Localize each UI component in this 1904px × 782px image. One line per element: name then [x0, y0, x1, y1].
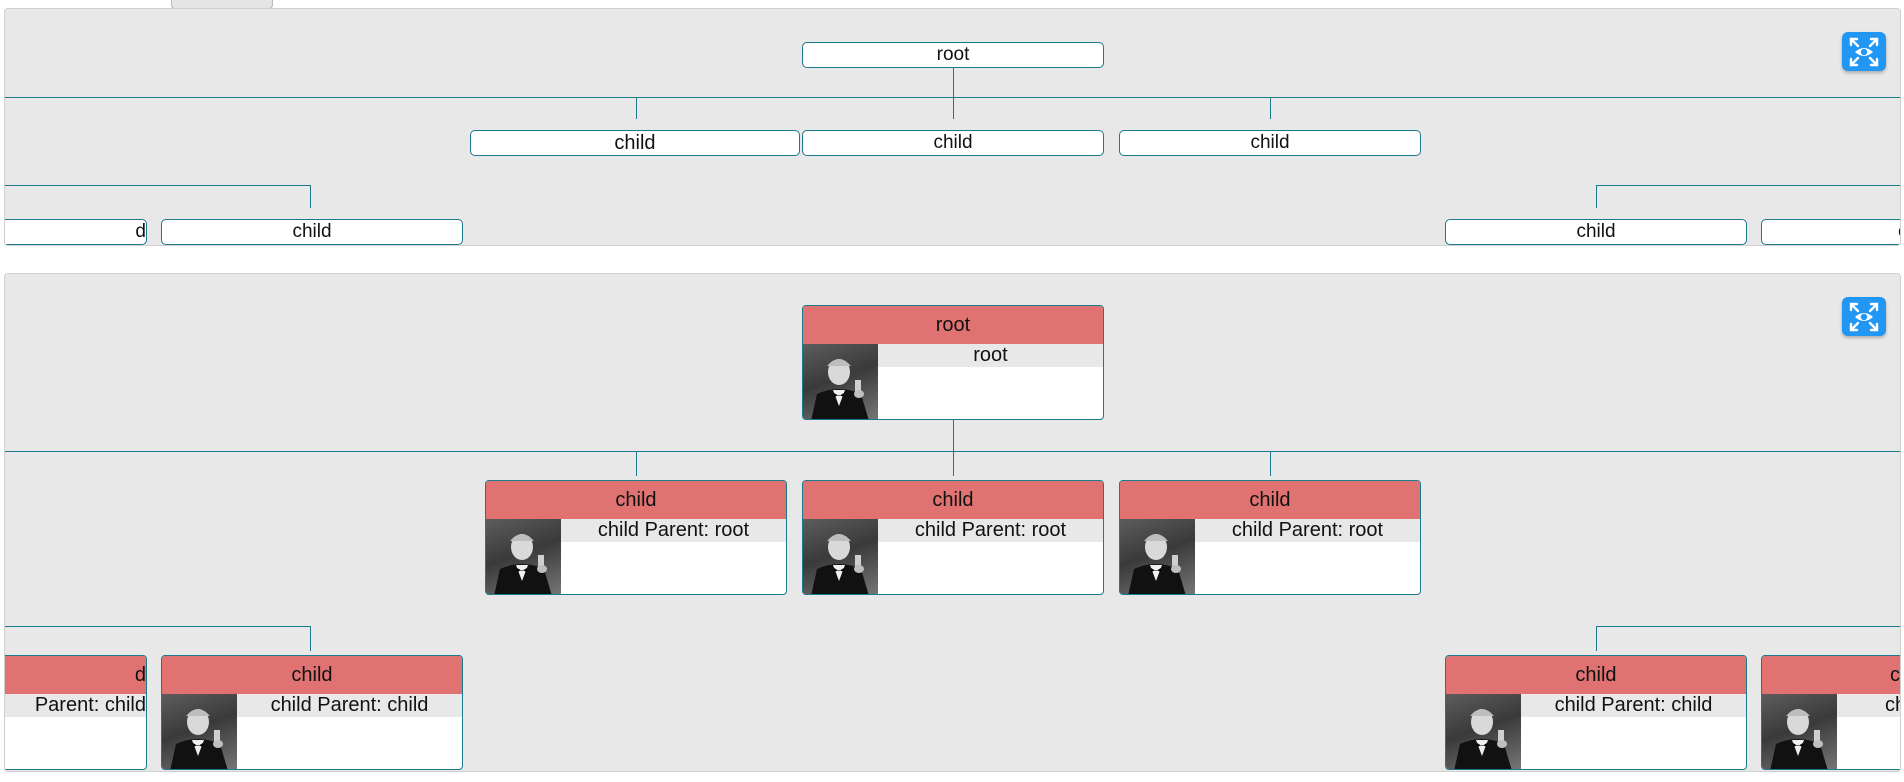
connector-line	[1270, 451, 1271, 476]
node-subtitle: child Parent: root	[878, 519, 1103, 542]
connector-line	[1596, 626, 1900, 627]
node-title: d	[5, 656, 146, 694]
connector-line	[636, 451, 637, 476]
node-subtitle: chil	[1837, 694, 1900, 717]
node-title: child	[1446, 656, 1746, 694]
node-title: child	[803, 481, 1103, 519]
node-title: child	[1120, 481, 1420, 519]
node-subtitle: root	[878, 344, 1103, 367]
node-subtitle: child Parent: root	[1195, 519, 1420, 542]
fit-view-icon	[1849, 302, 1879, 332]
org-chart-simple: root child child child d child child c	[4, 8, 1901, 246]
profile-photo	[803, 519, 878, 594]
profile-photo	[162, 694, 237, 769]
profile-photo	[1446, 694, 1521, 769]
profile-photo	[486, 519, 561, 594]
node-child[interactable]: child	[161, 219, 463, 245]
connector-line	[5, 97, 1900, 98]
connector-line	[5, 185, 311, 186]
node-root[interactable]: root	[802, 42, 1104, 68]
node-child[interactable]: child	[470, 130, 800, 156]
node-card-root[interactable]: root root	[802, 305, 1104, 420]
node-child-partial[interactable]: c	[1761, 219, 1900, 245]
node-card-child[interactable]: child child Parent: root	[1119, 480, 1421, 595]
connector-line	[1596, 185, 1597, 208]
connector-line	[1596, 626, 1597, 651]
node-card-child[interactable]: child child Parent: root	[485, 480, 787, 595]
fit-view-button[interactable]	[1842, 32, 1886, 71]
fit-view-button[interactable]	[1842, 297, 1886, 336]
connector-line	[310, 185, 311, 208]
connector-line	[953, 97, 954, 119]
node-child-partial[interactable]: d	[5, 219, 147, 245]
connector-line	[1596, 185, 1900, 186]
node-title: root	[803, 306, 1103, 344]
connector-line	[5, 626, 311, 627]
node-child[interactable]: child	[1445, 219, 1747, 245]
connector-line	[953, 451, 954, 476]
profile-photo	[1120, 519, 1195, 594]
node-subtitle: child Parent: child	[237, 694, 462, 717]
node-title: c	[1762, 656, 1900, 694]
node-label: d	[135, 221, 146, 242]
connector-line	[310, 626, 311, 651]
fit-view-icon	[1849, 37, 1879, 67]
connector-line	[636, 97, 637, 119]
node-card-child-partial[interactable]: d Parent: child	[5, 655, 147, 770]
node-title: child	[486, 481, 786, 519]
node-title: child	[162, 656, 462, 694]
profile-photo	[1762, 694, 1837, 769]
node-subtitle: child Parent: root	[561, 519, 786, 542]
node-card-child-partial[interactable]: c chil	[1761, 655, 1900, 770]
node-child[interactable]: child	[1119, 130, 1421, 156]
node-subtitle: Parent: child	[5, 694, 146, 717]
node-label: c	[1898, 221, 1900, 242]
node-card-child[interactable]: child child Parent: child	[1445, 655, 1747, 770]
connector-line	[1270, 97, 1271, 119]
node-card-child[interactable]: child child Parent: child	[161, 655, 463, 770]
node-card-child[interactable]: child child Parent: root	[802, 480, 1104, 595]
profile-photo	[803, 344, 878, 419]
node-child[interactable]: child	[802, 130, 1104, 156]
connector-line	[953, 418, 954, 454]
org-chart-cards: root root child child Parent: root child…	[4, 273, 1901, 772]
connector-line	[953, 68, 954, 106]
node-subtitle: child Parent: child	[1521, 694, 1746, 717]
connector-line	[5, 451, 1900, 452]
